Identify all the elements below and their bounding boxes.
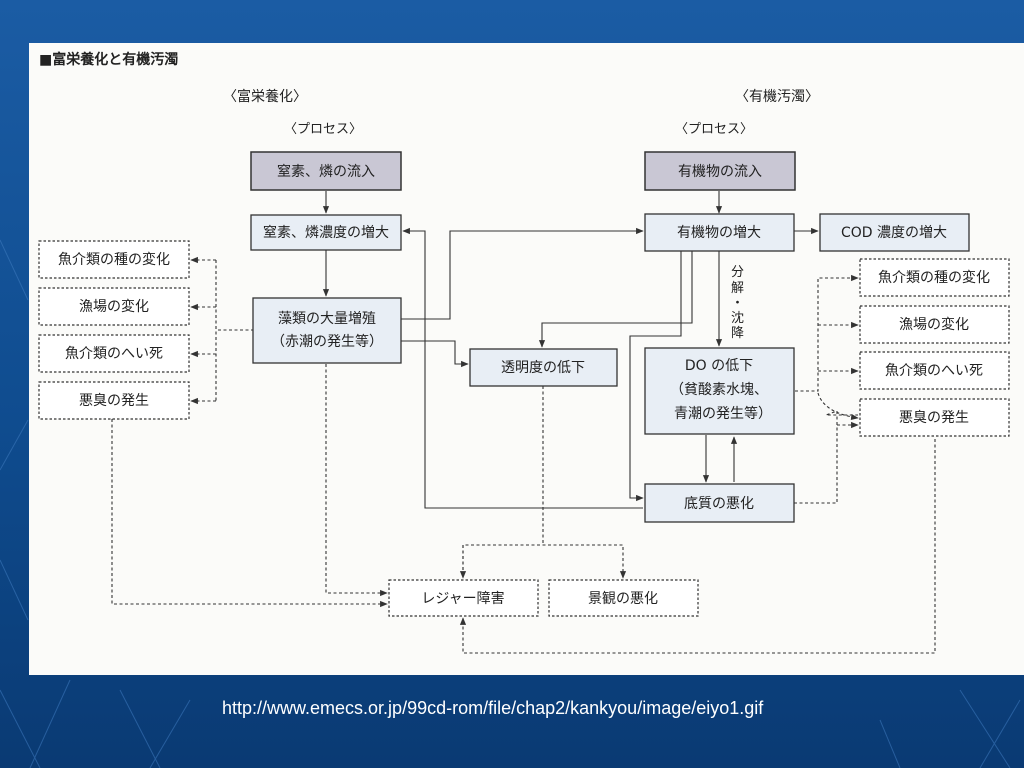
dashed-connectors xyxy=(111,256,936,654)
left-effects: 魚介類の種の変化 漁場の変化 魚介類のへい死 悪臭の発生 xyxy=(38,240,190,420)
right-effects: 魚介類の種の変化 漁場の変化 魚介類のへい死 悪臭の発生 xyxy=(859,258,1010,437)
box-do-line1: DO の低下 xyxy=(685,358,753,374)
source-url[interactable]: http://www.emecs.or.jp/99cd-rom/file/cha… xyxy=(222,698,764,718)
box-n-p-inflow-label: 窒素、燐の流入 xyxy=(277,163,375,180)
box-cod-increase: COD 濃度の増大 xyxy=(819,213,970,252)
box-sediment: 底質の悪化 xyxy=(644,483,795,523)
box-cod-label: COD 濃度の増大 xyxy=(841,225,947,241)
decompose-char-5: 降 xyxy=(731,326,744,341)
box-algae-line1: 藻類の大量増殖 xyxy=(278,310,376,327)
right-process-label: 〈プロセス〉 xyxy=(675,122,753,137)
right-effect-fishery: 漁場の変化 xyxy=(899,316,969,333)
box-organic-inflow-label: 有機物の流入 xyxy=(678,164,762,180)
right-effect-odor: 悪臭の発生 xyxy=(899,410,969,426)
decompose-char-3: ・ xyxy=(731,296,744,311)
decompose-settle-label: 分 解 ・ 沈 降 xyxy=(731,265,744,341)
box-organic-increase-label: 有機物の増大 xyxy=(677,225,761,241)
box-leisure-label: レジャー障害 xyxy=(421,591,504,607)
box-algae-line2: （赤潮の発生等） xyxy=(271,333,383,350)
eutrophication-diagram: ■富栄養化と有機汚濁 〈富栄養化〉 〈有機汚濁〉 〈プロセス〉 〈プロセス〉 xyxy=(38,51,1010,654)
right-effect-species: 魚介類の種の変化 xyxy=(878,269,990,286)
decompose-char-1: 分 xyxy=(731,265,744,280)
box-n-p-increase: 窒素、燐濃度の増大 xyxy=(250,214,402,251)
box-sediment-label: 底質の悪化 xyxy=(684,496,754,512)
box-n-p-increase-label: 窒素、燐濃度の増大 xyxy=(263,224,389,241)
box-do-line2: （貧酸素水塊、 xyxy=(670,382,768,398)
box-scenery-label: 景観の悪化 xyxy=(588,590,658,607)
box-n-p-inflow: 窒素、燐の流入 xyxy=(250,151,402,191)
left-effect-death: 魚介類のへい死 xyxy=(65,346,163,362)
box-transparency-label: 透明度の低下 xyxy=(501,360,585,376)
left-effect-fishery: 漁場の変化 xyxy=(79,298,149,315)
decompose-char-2: 解 xyxy=(731,281,744,296)
box-do-decrease: DO の低下 （貧酸素水塊、 青潮の発生等） xyxy=(644,347,795,435)
box-organic-inflow: 有機物の流入 xyxy=(644,151,796,191)
right-effect-death: 魚介類のへい死 xyxy=(885,363,983,379)
left-effect-species: 魚介類の種の変化 xyxy=(58,251,170,268)
box-scenery: 景観の悪化 xyxy=(548,579,699,617)
right-heading: 〈有機汚濁〉 xyxy=(735,89,819,105)
left-process-label: 〈プロセス〉 xyxy=(284,122,362,137)
left-effect-odor: 悪臭の発生 xyxy=(79,393,149,409)
solid-connectors xyxy=(322,191,819,509)
box-transparency: 透明度の低下 xyxy=(469,348,618,387)
box-organic-increase: 有機物の増大 xyxy=(644,213,795,252)
box-do-line3: 青潮の発生等） xyxy=(674,405,772,422)
left-heading: 〈富栄養化〉 xyxy=(223,88,307,105)
box-algae-bloom: 藻類の大量増殖 （赤潮の発生等） xyxy=(252,297,402,364)
diagram-panel: ■富栄養化と有機汚濁 〈富栄養化〉 〈有機汚濁〉 〈プロセス〉 〈プロセス〉 xyxy=(29,43,1024,675)
decompose-char-4: 沈 xyxy=(731,311,744,326)
diagram-title: ■富栄養化と有機汚濁 xyxy=(39,51,178,68)
box-leisure: レジャー障害 xyxy=(388,579,539,617)
